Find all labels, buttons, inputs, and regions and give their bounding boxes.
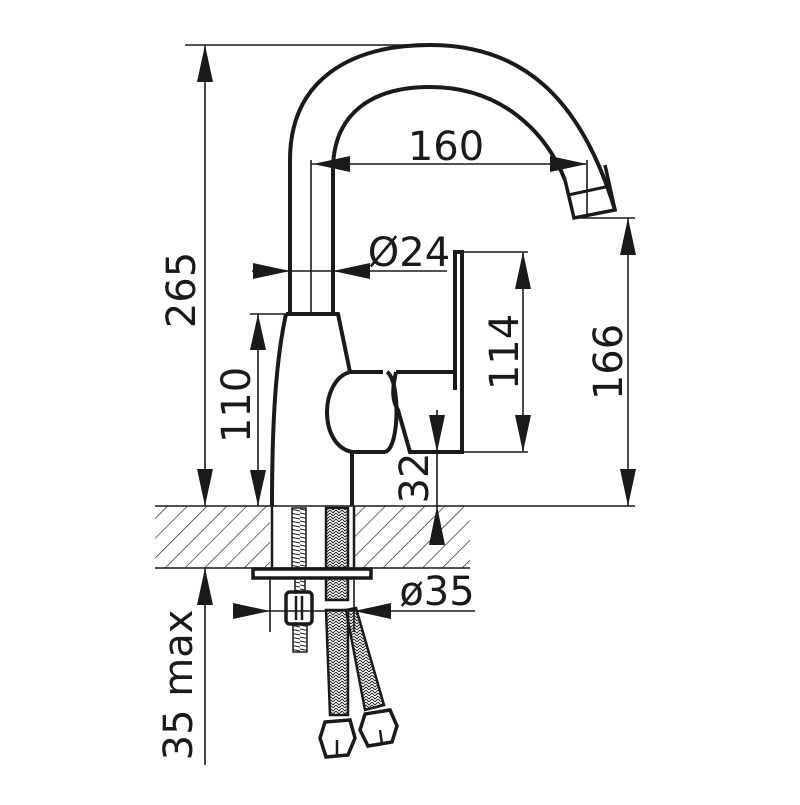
faucet-body xyxy=(270,312,356,568)
spout xyxy=(288,42,618,313)
supply-hoses xyxy=(318,506,399,759)
label-total-height: 265 xyxy=(159,252,205,328)
lever-handle xyxy=(325,250,464,454)
dimension-total-height xyxy=(185,44,430,506)
label-lever-clearance: 32 xyxy=(392,453,438,504)
dimension-lever-clearance xyxy=(429,410,445,545)
label-body-height: 110 xyxy=(214,367,260,443)
label-spout-reach: 160 xyxy=(408,124,484,170)
dimension-spout-diameter xyxy=(252,160,447,314)
dimension-body-height xyxy=(250,313,286,506)
dimension-base-diameter xyxy=(233,578,475,632)
label-base-diameter: ø35 xyxy=(399,569,474,615)
dimension-spout-reach xyxy=(311,156,588,215)
mounting-flange xyxy=(251,567,373,580)
countertop-section xyxy=(155,505,635,569)
label-lever-height: 114 xyxy=(482,314,528,390)
dimension-spout-clearance xyxy=(575,217,636,506)
mounting-stud xyxy=(284,507,314,653)
label-spout-diameter: Ø24 xyxy=(368,230,450,276)
label-countertop-thickness: 35 max xyxy=(156,610,202,761)
dimension-countertop-thickness xyxy=(197,568,213,765)
label-spout-clearance: 166 xyxy=(586,324,632,400)
dimension-lever-height xyxy=(462,251,531,453)
